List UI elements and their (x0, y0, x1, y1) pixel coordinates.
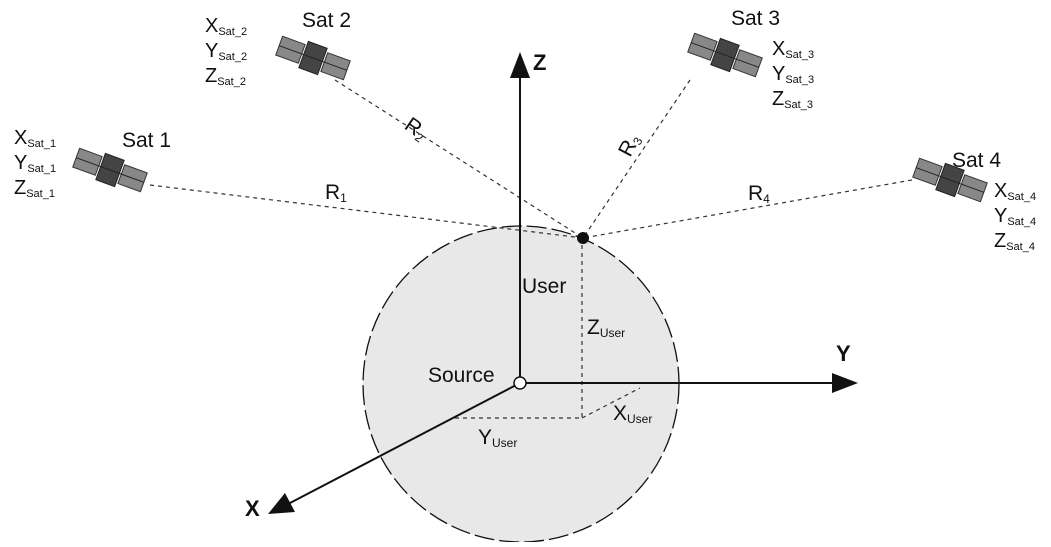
satellite-2-z: ZSat_2 (205, 65, 246, 88)
range-label-1: R1 (325, 181, 347, 205)
satellite-3-coords: XSat_3 YSat_3 ZSat_3 (772, 38, 814, 113)
satellite-4-name: Sat 4 (952, 149, 1002, 172)
satellite-4-z: ZSat_4 (994, 230, 1035, 253)
satellite-4-x: XSat_4 (994, 180, 1037, 203)
range-line-2 (334, 79, 584, 239)
satellite-2-name: Sat 2 (302, 9, 352, 32)
satellite-3-y: YSat_3 (772, 63, 815, 86)
satellite-1-icon (72, 147, 148, 193)
user-label: User (522, 275, 567, 298)
user-x-label: XUser (613, 402, 653, 426)
z-axis-arrowhead (510, 52, 530, 78)
y-axis-arrowhead (832, 373, 858, 393)
origin-label: Source (428, 364, 495, 387)
satellite-2-icon (275, 35, 351, 81)
satellite-4-y: YSat_4 (994, 205, 1037, 228)
user-point (577, 232, 589, 244)
satellite-2-coords: XSat_2 YSat_2 ZSat_2 (205, 15, 247, 90)
x-axis-label: X (245, 496, 260, 521)
y-axis-label: Y (836, 341, 851, 366)
satellite-1-y: YSat_1 (14, 152, 57, 175)
satellite-3-x: XSat_3 (772, 38, 815, 61)
satellite-2-y: YSat_2 (205, 40, 248, 63)
x-axis (289, 382, 521, 504)
satellite-1-x: XSat_1 (14, 127, 57, 150)
satellite-1-z: ZSat_1 (14, 177, 55, 200)
range-line-1 (149, 184, 584, 239)
satellite-3-name: Sat 3 (731, 7, 781, 30)
z-axis-label: Z (533, 50, 547, 75)
satellite-4-icon (912, 157, 988, 203)
user-z-label: ZUser (587, 316, 626, 340)
satellite-3-z: ZSat_3 (772, 88, 813, 111)
range-label-4: R4 (748, 182, 770, 206)
satellite-3-icon (687, 32, 763, 78)
satellite-4-coords: XSat_4 YSat_4 ZSat_4 (994, 180, 1036, 255)
satellite-2-x: XSat_2 (205, 15, 248, 38)
origin-point (513, 376, 527, 390)
x-projection-line (581, 387, 641, 419)
satellite-1-name: Sat 1 (122, 129, 172, 152)
user-y-label: YUser (478, 426, 518, 450)
x-axis-arrowhead (268, 493, 295, 514)
range-line-3 (582, 79, 691, 239)
satellite-1-coords: XSat_1 YSat_1 ZSat_1 (14, 127, 56, 202)
